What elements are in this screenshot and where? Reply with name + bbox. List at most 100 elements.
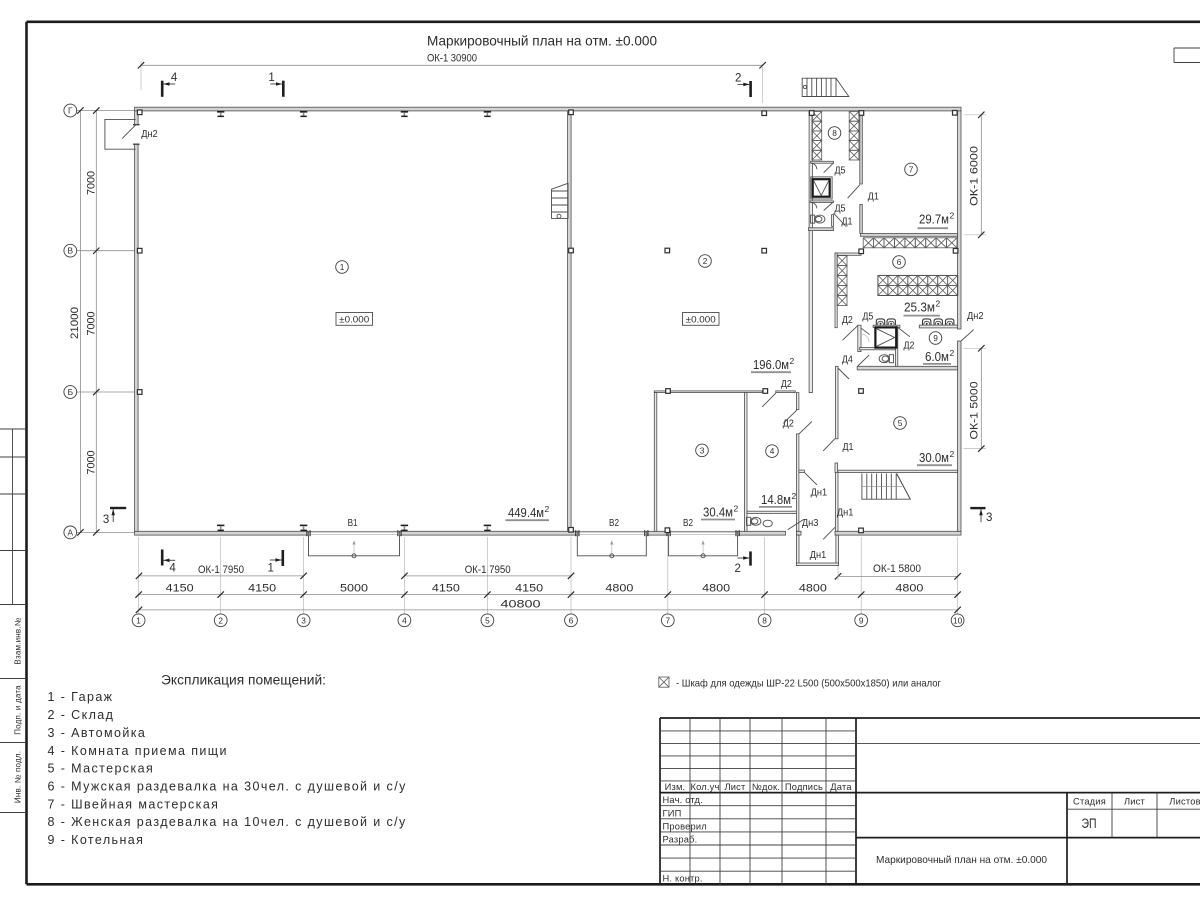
svg-text:Изм.: Изм. [665, 782, 686, 792]
svg-text:Взам.инв.№: Взам.инв.№ [14, 617, 23, 664]
svg-text:29.7м: 29.7м [919, 213, 949, 227]
svg-text:Г: Г [68, 106, 73, 116]
svg-text:Разраб.: Разраб. [663, 835, 698, 845]
svg-text:3: 3 [301, 615, 306, 625]
svg-text:2: 2 [703, 256, 708, 266]
svg-text:В1: В1 [348, 518, 358, 529]
svg-text:Н. контр.: Н. контр. [663, 873, 703, 883]
svg-text:7000: 7000 [85, 171, 97, 195]
svg-text:Маркировочный план на отм. ±0.: Маркировочный план на отм. ±0.000 [427, 32, 657, 48]
svg-text:Д2: Д2 [904, 341, 915, 352]
svg-text:Дн2: Дн2 [141, 129, 158, 140]
svg-text:30.4м: 30.4м [703, 506, 733, 520]
svg-text:2 - Склад: 2 - Склад [48, 708, 115, 722]
svg-text:В2: В2 [609, 518, 619, 529]
svg-text:Дата: Дата [830, 782, 852, 792]
svg-text:4: 4 [169, 563, 176, 575]
svg-text:Кол.уч: Кол.уч [690, 782, 719, 792]
svg-text:Д2: Д2 [842, 315, 853, 326]
svg-text:2: 2 [545, 504, 550, 514]
svg-text:Б: Б [68, 387, 74, 397]
svg-text:1: 1 [267, 563, 274, 575]
svg-text:1: 1 [268, 72, 275, 84]
svg-text:- Шкаф для одежды ШР-22 L500 (: - Шкаф для одежды ШР-22 L500 (500х500х18… [676, 678, 941, 690]
svg-text:3: 3 [986, 512, 993, 524]
svg-text:4800: 4800 [605, 582, 633, 594]
svg-text:4800: 4800 [799, 582, 827, 594]
svg-text:4150: 4150 [432, 582, 460, 594]
svg-text:Д5: Д5 [835, 165, 846, 176]
svg-text:7 - Швейная мастерская: 7 - Швейная мастерская [48, 797, 220, 811]
svg-text:1: 1 [340, 262, 345, 272]
svg-text:В2: В2 [683, 518, 693, 529]
svg-text:2: 2 [950, 449, 955, 459]
svg-text:Д5: Д5 [862, 312, 873, 323]
svg-text:ОК-1 30900: ОК-1 30900 [427, 53, 477, 65]
svg-text:Дн2: Дн2 [967, 311, 984, 322]
svg-text:2: 2 [792, 491, 797, 501]
svg-text:6: 6 [897, 257, 902, 267]
svg-text:2: 2 [734, 504, 739, 514]
svg-text:3: 3 [700, 445, 705, 455]
svg-text:Подпись: Подпись [785, 782, 823, 792]
svg-text:2: 2 [218, 615, 223, 625]
svg-text:Стадия: Стадия [1073, 797, 1106, 807]
svg-text:Лист: Лист [724, 782, 746, 792]
svg-text:4: 4 [402, 615, 407, 625]
svg-text:Дн3: Дн3 [802, 518, 819, 529]
svg-text:В: В [68, 246, 74, 256]
svg-text:2: 2 [735, 72, 742, 84]
svg-text:4: 4 [770, 446, 775, 456]
svg-text:ОК-1 6000: ОК-1 6000 [968, 146, 980, 206]
svg-text:30.0м: 30.0м [919, 451, 949, 465]
svg-text:21000: 21000 [69, 307, 81, 339]
svg-text:7: 7 [909, 164, 914, 174]
svg-text:7000: 7000 [85, 312, 97, 336]
svg-text:Листов: Листов [1169, 797, 1200, 807]
svg-text:Д1: Д1 [843, 442, 854, 453]
svg-text:ОК-1 5000: ОК-1 5000 [968, 382, 980, 440]
svg-text:3: 3 [103, 514, 110, 526]
svg-text:Нач. отд.: Нач. отд. [663, 795, 703, 805]
svg-text:Д2: Д2 [783, 418, 794, 429]
svg-text:Дн1: Дн1 [811, 488, 828, 499]
svg-text:Д5: Д5 [835, 204, 846, 215]
svg-text:10: 10 [953, 615, 963, 625]
svg-text:4150: 4150 [515, 582, 543, 594]
svg-text:±0.000: ±0.000 [339, 314, 369, 325]
svg-text:2: 2 [790, 356, 795, 366]
svg-text:Д1: Д1 [868, 191, 879, 202]
svg-text:2: 2 [735, 563, 742, 575]
svg-text:9 - Котельная: 9 - Котельная [48, 833, 145, 847]
svg-text:1: 1 [136, 615, 141, 625]
svg-text:4150: 4150 [166, 582, 194, 594]
svg-text:2: 2 [936, 299, 941, 309]
svg-text:2: 2 [950, 348, 955, 358]
svg-text:5000: 5000 [340, 582, 368, 594]
svg-text:Д4: Д4 [842, 355, 853, 366]
svg-text:25.3м: 25.3м [904, 301, 935, 315]
svg-text:8: 8 [832, 128, 837, 138]
svg-text:Инв. № подл.: Инв. № подл. [14, 751, 23, 803]
svg-text:А: А [68, 527, 74, 537]
svg-text:196.0м: 196.0м [753, 358, 789, 372]
svg-text:9: 9 [859, 615, 864, 625]
svg-text:5: 5 [485, 615, 490, 625]
svg-text:Экспликация помещений:: Экспликация помещений: [161, 673, 326, 688]
svg-text:9: 9 [933, 333, 938, 343]
svg-text:2: 2 [950, 211, 955, 221]
svg-text:6 - Мужская раздевалка на 30че: 6 - Мужская раздевалка на 30чел. с душев… [48, 779, 407, 793]
svg-text:4 - Комната приема пищи: 4 - Комната приема пищи [48, 744, 228, 758]
svg-text:Маркировочный план на отм. ±0.: Маркировочный план на отм. ±0.000 [876, 854, 1047, 866]
svg-text:Дн1: Дн1 [810, 550, 827, 561]
svg-text:3 - Автомойка: 3 - Автомойка [48, 726, 147, 740]
svg-text:8 - Женская раздевалка на 10че: 8 - Женская раздевалка на 10чел. с душев… [48, 815, 407, 829]
svg-text:ГИП: ГИП [663, 808, 682, 818]
svg-text:5: 5 [898, 418, 903, 428]
svg-text:1 - Гараж: 1 - Гараж [48, 690, 114, 704]
svg-text:8: 8 [762, 615, 767, 625]
svg-text:Лист: Лист [1124, 797, 1146, 807]
svg-text:7000: 7000 [85, 451, 97, 475]
svg-text:Проверил: Проверил [663, 821, 707, 831]
svg-text:Д1: Д1 [842, 217, 853, 228]
